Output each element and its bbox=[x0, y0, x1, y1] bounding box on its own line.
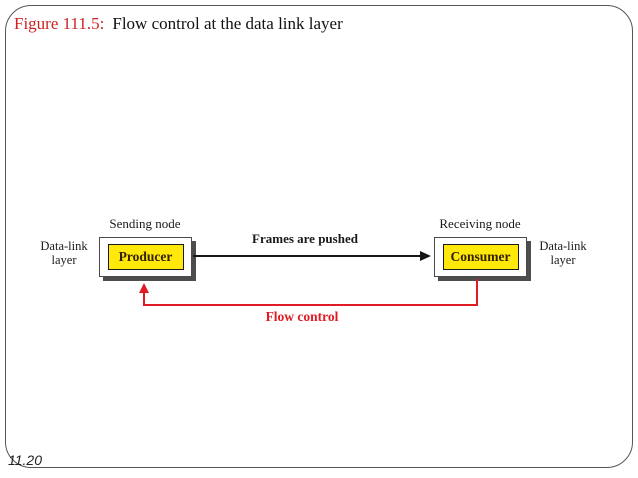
flow-control-label: Flow control bbox=[265, 309, 339, 324]
consumer-box: Consumer bbox=[442, 244, 519, 270]
figure-caption: Flow control at the data link layer bbox=[112, 14, 343, 33]
page-number: 11.20 bbox=[8, 452, 42, 468]
producer-node: Producer bbox=[99, 237, 192, 277]
sending-node-label: Sending node bbox=[109, 216, 181, 231]
producer-box: Producer bbox=[107, 244, 184, 270]
right-layer-line1: Data-link bbox=[539, 239, 587, 253]
right-datalink-layer-label: Data-link layer bbox=[527, 239, 599, 268]
left-datalink-layer-label: Data-link layer bbox=[28, 239, 100, 268]
flow-control-arrowhead-icon bbox=[139, 283, 149, 293]
receiving-node-label: Receiving node bbox=[439, 216, 521, 231]
frames-arrow-line bbox=[193, 255, 422, 257]
frames-arrowhead-icon bbox=[420, 251, 431, 261]
slide-border bbox=[5, 5, 633, 468]
frames-pushed-label: Frames are pushed bbox=[252, 231, 358, 246]
flow-control-arrow-left-segment bbox=[143, 291, 145, 306]
consumer-node: Consumer bbox=[434, 237, 527, 277]
figure-number: Figure 111.5: bbox=[14, 14, 105, 33]
flow-control-arrow-right-segment bbox=[476, 279, 478, 306]
left-layer-line1: Data-link bbox=[40, 239, 88, 253]
left-layer-line2: layer bbox=[51, 252, 77, 267]
right-layer-line2: layer bbox=[550, 252, 576, 267]
slide-title: Figure 111.5: Flow control at the data li… bbox=[14, 13, 343, 34]
flow-control-arrow-horizontal-segment bbox=[143, 304, 477, 306]
